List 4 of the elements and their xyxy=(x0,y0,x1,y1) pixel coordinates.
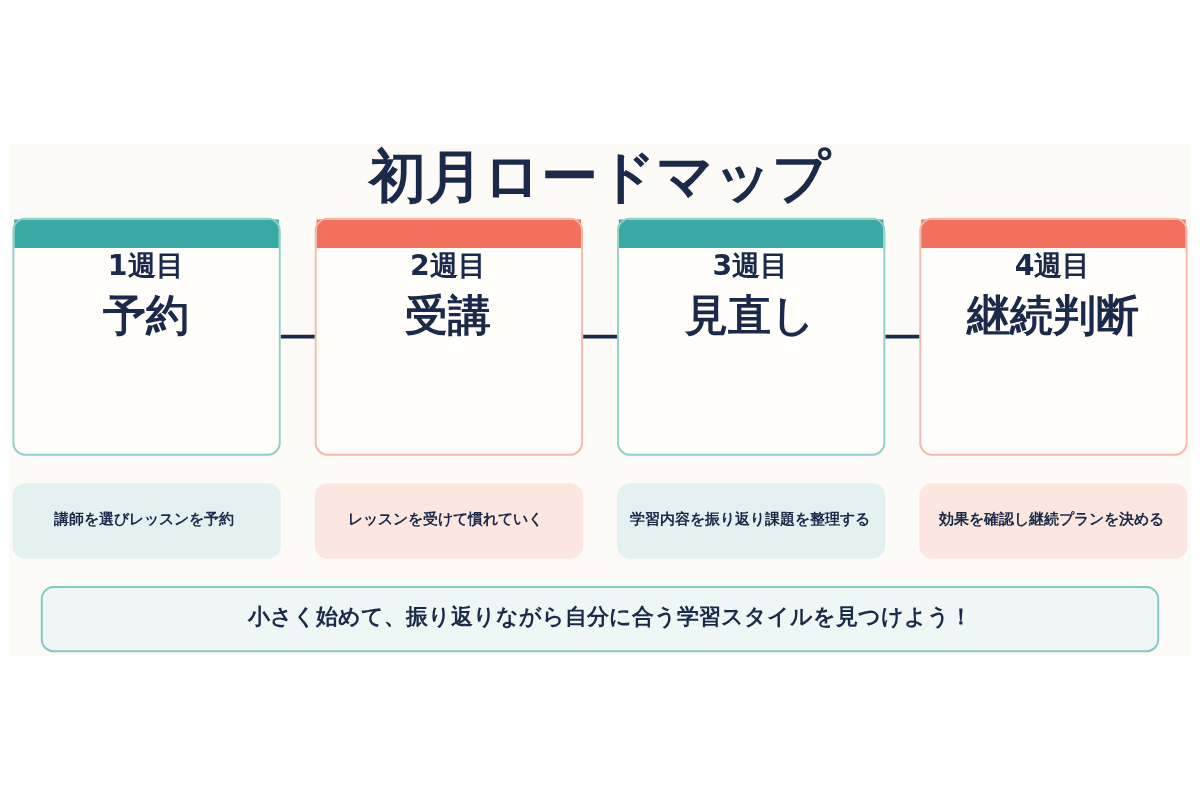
connector xyxy=(280,334,315,339)
diagram-title: 初月ロードマップ xyxy=(369,142,831,209)
connector xyxy=(885,334,920,339)
connector xyxy=(583,334,617,339)
